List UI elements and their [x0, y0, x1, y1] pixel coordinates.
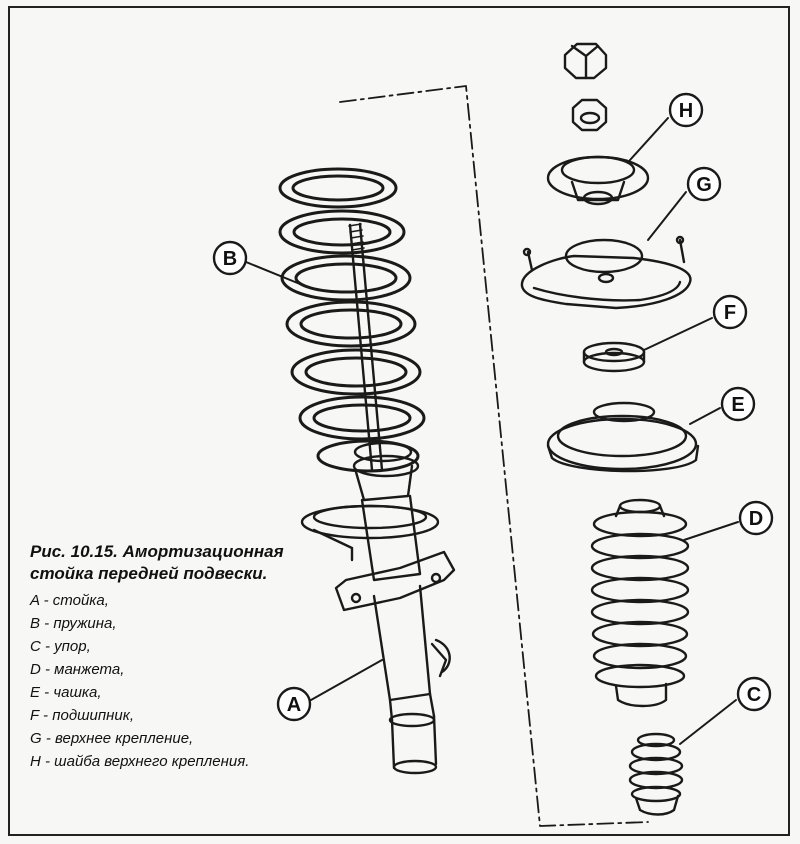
- legend-item: E - чашка,: [30, 684, 102, 701]
- caption-title: Рис. 10.15. Амортизационная стойка перед…: [30, 542, 284, 583]
- leader-line-h: [629, 117, 669, 161]
- callout-circle-b: [212, 240, 248, 276]
- leader-line-f: [643, 317, 713, 351]
- callout-label-b: B: [223, 248, 237, 270]
- top-mount-washer: [546, 155, 650, 206]
- legend-item: G - верхнее крепление,: [30, 730, 194, 747]
- callout-circle-e: [720, 386, 756, 422]
- lower-nut: [571, 98, 608, 132]
- upper-mount-plate: [520, 235, 692, 310]
- callout-circle-h: [668, 92, 704, 128]
- figure-caption: Рис. 10.15. Амортизационная стойка перед…: [30, 541, 290, 773]
- dust-boot: [590, 498, 690, 708]
- callout-label-a: A: [287, 694, 301, 716]
- leader-line-g: [647, 191, 687, 241]
- callout-circle-f: [712, 294, 748, 330]
- legend-item: F - подшипник,: [30, 707, 135, 724]
- callout-circle-d: [738, 500, 774, 536]
- leader-line-c: [679, 699, 737, 745]
- strut-body: [300, 441, 456, 775]
- upper-nut: [563, 42, 608, 80]
- legend-list: A - стойка, B - пружина, C - упор, D - м…: [30, 589, 290, 773]
- bearing: [582, 341, 646, 373]
- legend-item: D - манжета,: [30, 661, 125, 678]
- callout-label-c: C: [747, 684, 761, 706]
- callout-label-e: E: [731, 394, 744, 416]
- callout-circle-g: [686, 166, 722, 202]
- legend-item: B - пружина,: [30, 615, 117, 632]
- callout-label-d: D: [749, 508, 763, 530]
- spring-cup: [546, 401, 700, 473]
- callout-label-g: G: [696, 174, 712, 196]
- figure-frame: [8, 6, 790, 836]
- leader-line-b: [245, 261, 301, 285]
- leader-line-d: [683, 521, 739, 541]
- leader-line-e: [689, 407, 721, 425]
- legend-item: H - шайба верхнего крепления.: [30, 753, 250, 770]
- coil-spring: [278, 167, 426, 473]
- legend-item: C - упор,: [30, 638, 91, 655]
- assembly-axis-line: [339, 85, 649, 827]
- legend-item: A - стойка,: [30, 592, 109, 609]
- bump-stop: [628, 732, 684, 816]
- callout-circle-c: [736, 676, 772, 712]
- callout-label-h: H: [679, 100, 693, 122]
- callout-circle-a: [276, 686, 312, 722]
- leader-line-a: [310, 659, 383, 701]
- callout-label-f: F: [724, 302, 736, 324]
